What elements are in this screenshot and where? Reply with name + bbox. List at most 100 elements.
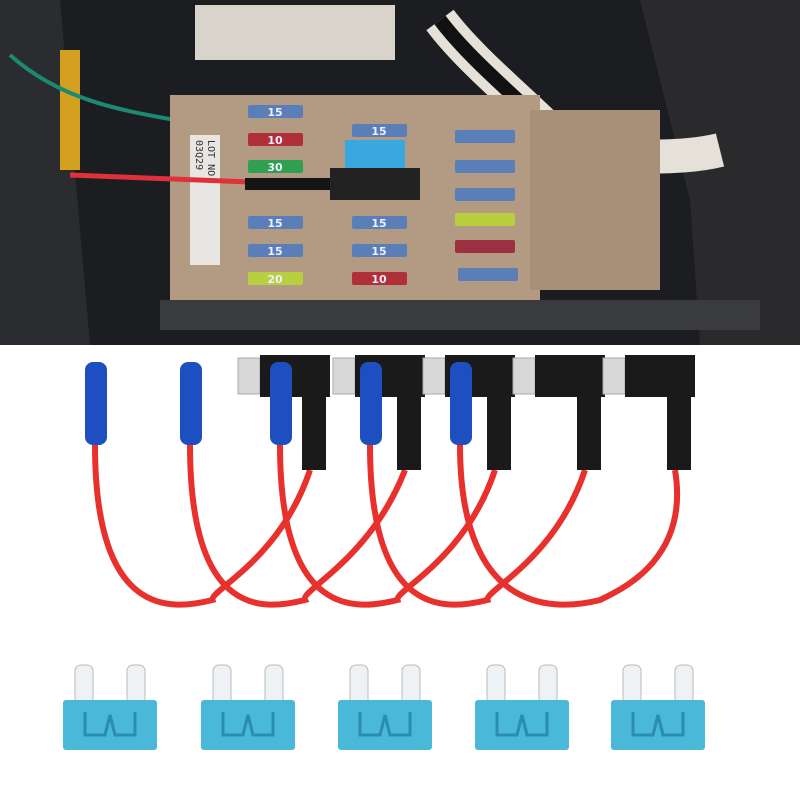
box-fuse: 30 (248, 160, 303, 174)
fuse-blade (401, 664, 421, 706)
fuse-blade (264, 664, 284, 706)
butt-connector (85, 362, 107, 445)
box-fuse: 15 (352, 216, 407, 230)
box-fuse: 20 (248, 272, 303, 286)
box-fuse-body (248, 105, 303, 118)
tap-body (535, 355, 605, 397)
fuse-blade (349, 664, 369, 706)
fuse-element (631, 712, 685, 737)
heat-shrink (302, 395, 326, 470)
red-wire (457, 444, 680, 608)
box-fuse-label: 15 (371, 125, 386, 138)
lot-label (190, 135, 220, 265)
fuse-tap (85, 355, 330, 608)
box-fuse-label: 15 (267, 217, 282, 230)
mini-fuse (475, 664, 569, 750)
fuse-blade (212, 664, 232, 706)
fuse-blade (674, 664, 694, 706)
box-fuse (455, 160, 515, 173)
fuse-tap (180, 355, 425, 608)
red-wire (277, 444, 498, 608)
box-fuse-label: 15 (267, 106, 282, 119)
box-fuse-body (248, 133, 303, 146)
box-fuse-body (248, 216, 303, 229)
fuse-blade (622, 664, 642, 706)
fuse-tap (360, 355, 605, 608)
fuse-body (63, 700, 157, 750)
fuse-blade (74, 664, 94, 706)
box-fuse-label: 15 (371, 245, 386, 258)
red-wire (367, 444, 588, 608)
tap-blade (237, 357, 261, 395)
mini-fuse (611, 664, 705, 750)
box-fuse: 15 (352, 244, 407, 258)
green-wire (8, 53, 176, 122)
installed-mini-fuse (345, 140, 405, 168)
mini-fuse (201, 664, 295, 750)
butt-connector (270, 362, 292, 445)
tap-blade (512, 357, 536, 395)
butt-connector (360, 362, 382, 445)
fuse-element (358, 712, 412, 737)
box-fuse-body (352, 244, 407, 257)
box-fuse-body (248, 244, 303, 257)
box-fuse: 15 (248, 244, 303, 258)
box-fuse-label: 10 (267, 134, 283, 147)
fuse-element (221, 712, 275, 737)
mini-fuse (338, 664, 432, 750)
tap-blade (422, 357, 446, 395)
box-fuse-body (352, 216, 407, 229)
fuse-tap (450, 355, 695, 608)
box-fuse-body (248, 272, 303, 285)
heat-shrink (667, 395, 691, 470)
box-fuse-label: 10 (371, 273, 387, 286)
fuse-body (611, 700, 705, 750)
side-panel-right (640, 0, 800, 345)
fuse-body (475, 700, 569, 750)
connector-block (195, 5, 395, 60)
box-fuse: 15 (248, 105, 303, 119)
lot-number-text: 03Q29 (193, 140, 204, 170)
heat-shrink (577, 395, 601, 470)
butt-connector (180, 362, 202, 445)
fuse-box-right (530, 110, 660, 290)
butt-connector (450, 362, 472, 445)
box-fuse: 10 (352, 272, 407, 286)
bottom-trim (160, 300, 760, 330)
box-fuse: 15 (352, 124, 407, 138)
fuse-blade (486, 664, 506, 706)
fuse-tap (270, 355, 515, 608)
yellow-conduit (60, 50, 80, 170)
installed-fuse-tap (330, 168, 420, 200)
tap-blade (332, 357, 356, 395)
box-fuse-label: 30 (267, 161, 283, 174)
fuse-element (83, 712, 137, 737)
fuse-blade (538, 664, 558, 706)
box-fuse-label: 15 (267, 245, 282, 258)
tap-body (625, 355, 695, 397)
lot-label-text: LOT NO (205, 140, 216, 176)
fuse-element (495, 712, 549, 737)
box-fuse (455, 213, 515, 226)
fuse-body (201, 700, 295, 750)
box-fuse (455, 130, 515, 143)
box-fuse-label: 20 (267, 273, 283, 286)
heat-shrink (397, 395, 421, 470)
box-fuse: 10 (248, 133, 303, 147)
fuse-body (338, 700, 432, 750)
box-fuse (458, 268, 518, 281)
box-fuse: 15 (248, 216, 303, 230)
box-fuse-label: 15 (371, 217, 386, 230)
heat-shrink (487, 395, 511, 470)
mini-fuse (63, 664, 157, 750)
box-fuse-body (352, 272, 407, 285)
box-fuse (455, 240, 515, 253)
box-fuse-body (352, 124, 407, 137)
installed-heat-shrink (245, 178, 330, 190)
tap-blade (602, 357, 626, 395)
fuse-blade (126, 664, 146, 706)
box-fuse-body (248, 160, 303, 173)
red-wire (187, 444, 408, 608)
